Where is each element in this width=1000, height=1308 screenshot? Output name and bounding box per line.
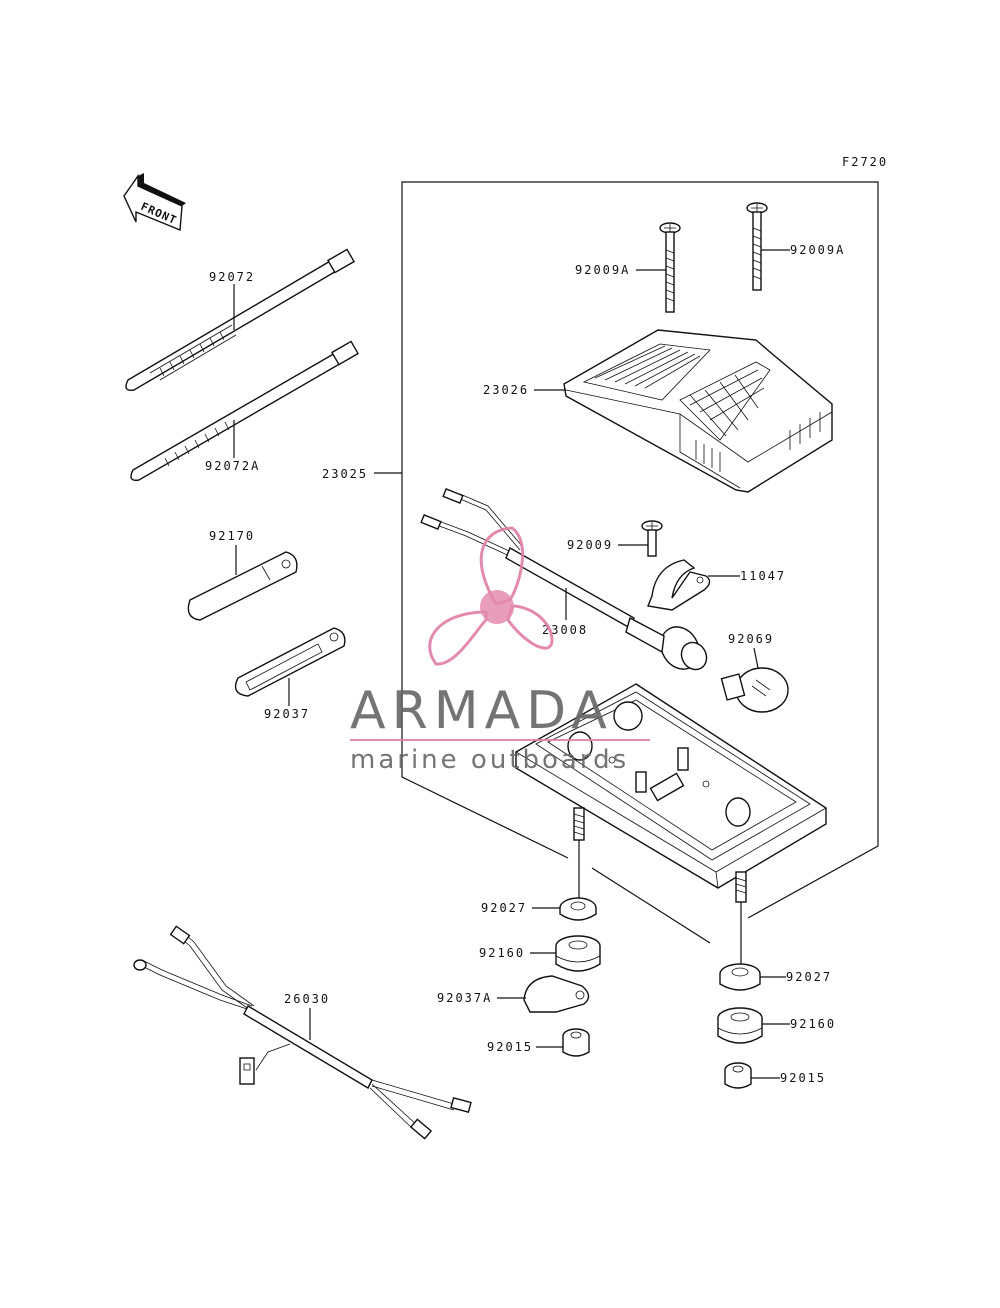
screw-92009A-right [746,202,768,291]
nut-92015-right [724,1062,752,1089]
label-92160-right: 92160 [790,1017,836,1031]
clamp-11047 [647,559,711,611]
assembly-bracket [401,181,879,919]
grommet-92160-right [717,1007,763,1044]
propeller-logo-icon [428,526,554,666]
cable-tie-92072A [130,340,359,481]
screw-92009 [641,520,663,557]
bulb-92069 [720,667,789,713]
figure-code: F2720 [842,155,888,169]
label-92037A: 92037A [437,991,492,1005]
socket-assembly-23008 [420,488,708,671]
watermark-brand: ARMADA [350,681,613,741]
label-92015-left: 92015 [487,1040,533,1054]
label-92027-right: 92027 [786,970,832,984]
label-92072A: 92072A [205,459,260,473]
light-base-housing [515,683,827,889]
label-23025: 23025 [322,467,368,481]
washer-92027-right [719,963,761,991]
wiring-harness-26030 [133,925,472,1140]
label-92160-left: 92160 [479,946,525,960]
stud-left [573,807,585,841]
label-92170: 92170 [209,529,255,543]
stud-right [735,871,747,903]
cable-tie-92072 [125,248,355,391]
label-92027-left: 92027 [481,901,527,915]
nut-92015-left [562,1028,590,1057]
label-92069: 92069 [728,632,774,646]
washer-92027-left [559,897,597,921]
clamp-plate-92170 [187,551,298,621]
watermark-tagline: marine outboards [350,745,629,775]
clamp-strap-92037 [234,627,346,697]
label-26030: 26030 [284,992,330,1006]
front-arrow-icon: FRONT [123,173,186,232]
screw-92009A-left [659,222,681,313]
clamp-92037A [523,975,590,1013]
label-92015-right: 92015 [780,1071,826,1085]
label-92009: 92009 [567,538,613,552]
label-92009A-right: 92009A [790,243,845,257]
label-11047: 11047 [740,569,786,583]
label-92072: 92072 [209,270,255,284]
label-23008: 23008 [542,623,588,637]
grommet-92160-left [555,935,601,972]
watermark: ARMADA marine outboards [350,526,650,775]
label-92037: 92037 [264,707,310,721]
label-23026: 23026 [483,383,529,397]
label-92009A-left: 92009A [575,263,630,277]
lens-cover-23026 [563,329,833,493]
